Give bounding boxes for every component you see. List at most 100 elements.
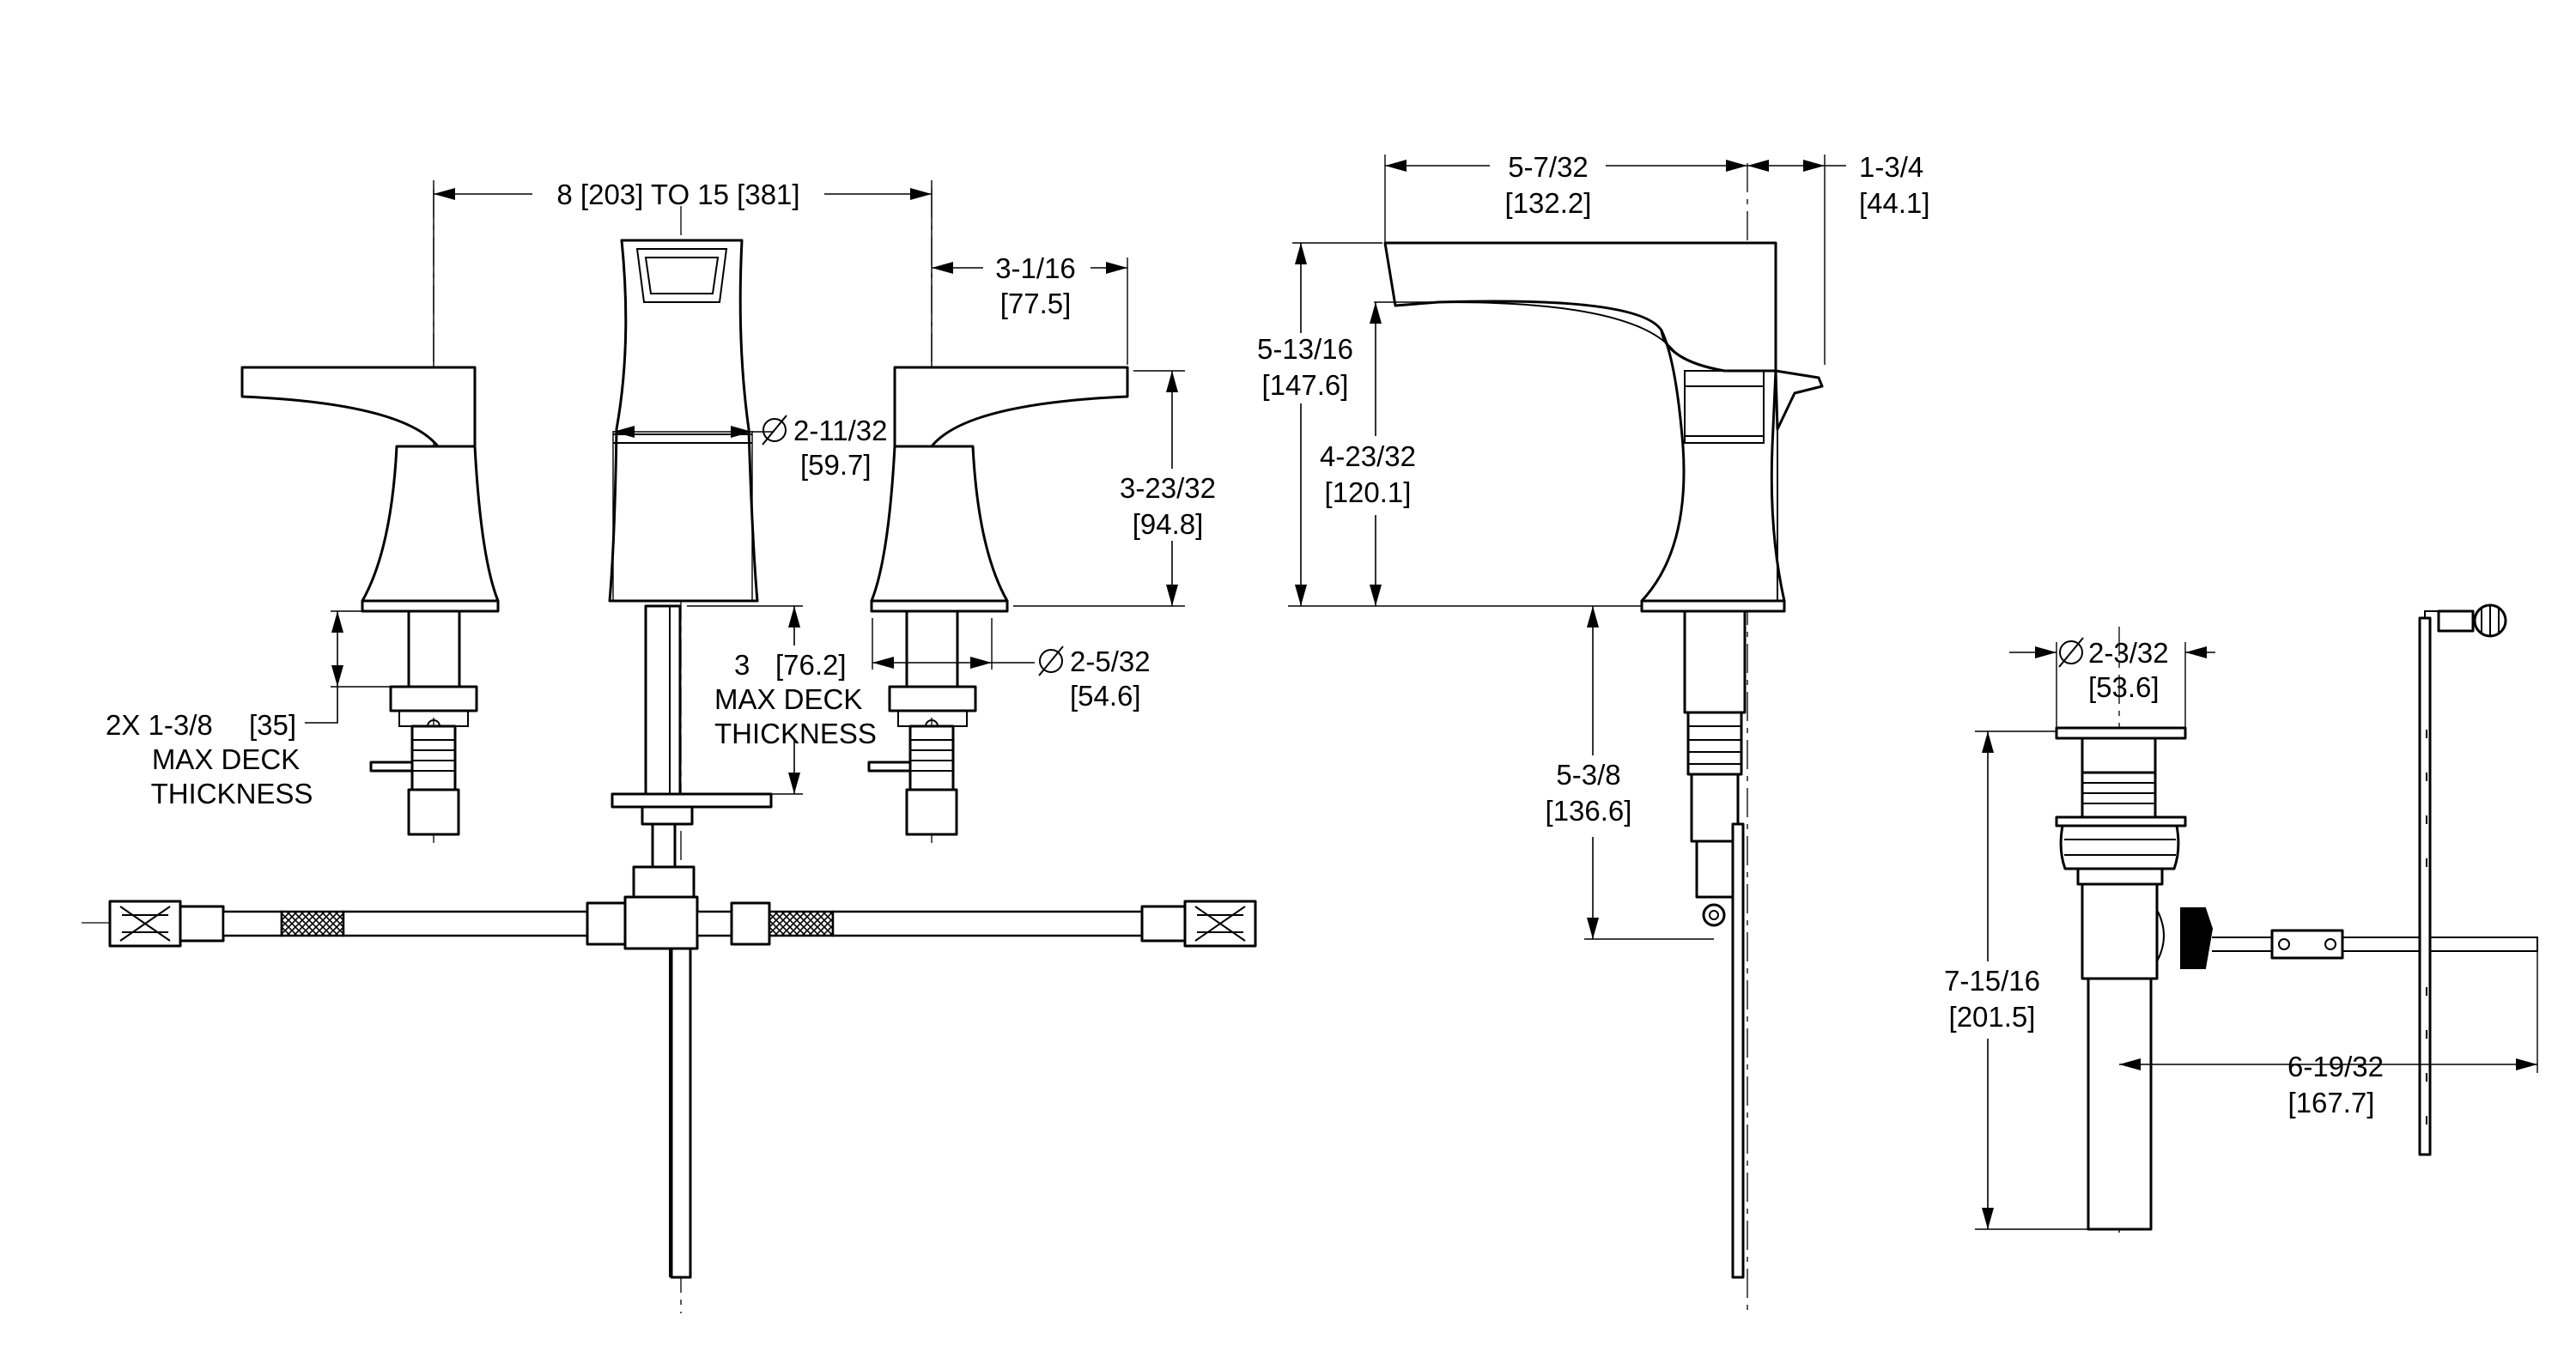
side-lift-rod-knob [1774, 369, 1824, 431]
shank-arrow-top [1587, 606, 1599, 627]
spout-reach-label-mm: [132.2] [1505, 187, 1592, 219]
spout-dia-arrow-right [731, 426, 752, 438]
right-valve-shank [905, 609, 959, 688]
right-hose-nut-hex [1194, 906, 1246, 942]
spout-dia-label-mm: [59.7] [800, 449, 872, 481]
spout-rear-arrow-right [1803, 160, 1825, 172]
handle-dia-symbol [1038, 646, 1064, 676]
spout-deck-arrow-top [788, 606, 800, 627]
spout-mount-nut [641, 805, 694, 826]
right-valve-wing [867, 761, 912, 773]
right-valve-threads [910, 739, 953, 772]
spout-shank [644, 604, 682, 796]
spout-shank-lower [651, 822, 677, 869]
spout-deck-note-d: THICKNESS [714, 718, 877, 749]
drain-pivot-curve [2156, 909, 2165, 962]
spout-deck-note-b: [76.2] [775, 649, 847, 681]
side-tailpiece [1731, 822, 1745, 1279]
right-hose-collar [730, 901, 771, 946]
centers-arrow-left [434, 188, 455, 200]
spout-rear-label: 1-3/4 [1859, 151, 1923, 183]
side-valve-lower [1690, 773, 1740, 843]
spout-rear-label-mm: [44.1] [1859, 187, 1930, 219]
drain-rod-arrow-left [2119, 1058, 2141, 1070]
left-hose-segment-2 [342, 910, 589, 937]
drain-dia-label: 2-3/32 [2088, 637, 2169, 669]
handle-height-arrow-top [1166, 371, 1178, 392]
aerator-height-label-mm: [120.1] [1325, 476, 1412, 508]
left-deck-note-b: [35] [249, 709, 296, 741]
drain-dia-arrow-right [2185, 646, 2207, 658]
left-deck-arrow-top [331, 611, 343, 633]
centers-arrow-right [910, 188, 932, 200]
left-handle-body [361, 445, 500, 603]
reach-arrow-right [1106, 262, 1127, 274]
spout-reach-arrow-right [1726, 160, 1747, 172]
right-valve-outlet [905, 788, 958, 836]
spout-height-arrow-top [1295, 243, 1307, 264]
spout-deck-note-a: 3 [734, 649, 750, 681]
drain-stopper-neck [2081, 737, 2157, 774]
spout-deck-arrow-bottom [788, 773, 800, 794]
drain-nut [2059, 824, 2180, 870]
left-valve-outlet [407, 788, 460, 836]
side-valve-lines [1688, 725, 1741, 765]
left-hose-nut-hex [119, 906, 171, 942]
right-handle-lever [893, 366, 1129, 448]
rod-clip-hole-1 [2278, 938, 2290, 950]
drain-rod-label-mm: [167.7] [2288, 1087, 2375, 1118]
left-hose-joint [696, 910, 733, 937]
aerator-height-label: 4-23/32 [1320, 440, 1416, 472]
spout-height-label-mm: [147.6] [1262, 369, 1349, 401]
left-handle-escutcheon [361, 599, 500, 613]
right-handle [867, 366, 1129, 836]
drain-washer [2055, 815, 2187, 827]
left-deck-note-a: 2X 1-3/8 [106, 709, 213, 741]
side-valve [1686, 711, 1743, 776]
drain-dia-arrow-left [2035, 646, 2057, 658]
side-spout-body [1383, 241, 1777, 373]
drain-height-label-mm: [201.5] [1949, 1001, 2036, 1033]
reach-arrow-left [932, 262, 953, 274]
spout-deck-note-c: MAX DECK [714, 683, 862, 715]
spout-opening [635, 248, 728, 303]
side-escutcheon [1640, 599, 1786, 613]
right-mount-nut [888, 685, 977, 712]
tee-body [623, 895, 699, 950]
front-dimensions: 8 [203] TO 15 [381] 3-1/16 [77.5] 2-11/3… [106, 179, 1216, 809]
drain-dia-symbol [2058, 637, 2084, 668]
left-handle-lever [240, 366, 477, 448]
left-deck-leader [305, 687, 338, 724]
left-nut-detail [398, 710, 469, 727]
drain-body-threads [2082, 782, 2155, 804]
drain-dia-label-mm: [53.6] [2088, 671, 2160, 703]
spout-height-label: 5-13/16 [1257, 333, 1353, 365]
pivot-nut [2180, 907, 2214, 969]
front-view: 8 [203] TO 15 [381] 3-1/16 [77.5] 2-11/3… [82, 179, 1257, 1313]
drain-gasket [2076, 867, 2164, 886]
handle-dia-arrow-right [970, 657, 992, 669]
rod-clip [2270, 929, 2344, 960]
centers-label: 8 [203] TO 15 [381] [556, 179, 799, 210]
drain-rod-label: 6-19/32 [2287, 1051, 2384, 1082]
aerator-height-arrow-top [1370, 302, 1382, 324]
drain-tailpiece [2087, 977, 2153, 1231]
spout-opening-inner [644, 257, 720, 294]
left-valve-shank [407, 609, 461, 688]
handle-height-label: 3-23/32 [1120, 472, 1216, 504]
drain-height-label: 7-15/16 [1944, 965, 2040, 997]
left-deck-note-d: THICKNESS [151, 778, 313, 809]
left-hose-segment-1 [222, 910, 283, 937]
shank-label: 5-3/8 [1556, 759, 1620, 791]
side-view: 5-7/32 [132.2] 1-3/4 [44.1] 5-13/16 [147… [1257, 151, 1930, 1313]
pivot-rod [2212, 937, 2538, 952]
left-deck-arrow-bottom [331, 665, 343, 687]
drain-nut-lines [2064, 839, 2176, 856]
tee-connector [632, 865, 696, 899]
handle-dia-arrow-left [872, 657, 894, 669]
side-spout-collar [1684, 370, 1765, 444]
spout-mount-plate [611, 792, 773, 809]
rod-clip-hole-2 [2324, 938, 2336, 950]
drain-height-arrow-top [1982, 731, 1994, 753]
left-deck-note-c: MAX DECK [152, 743, 300, 775]
